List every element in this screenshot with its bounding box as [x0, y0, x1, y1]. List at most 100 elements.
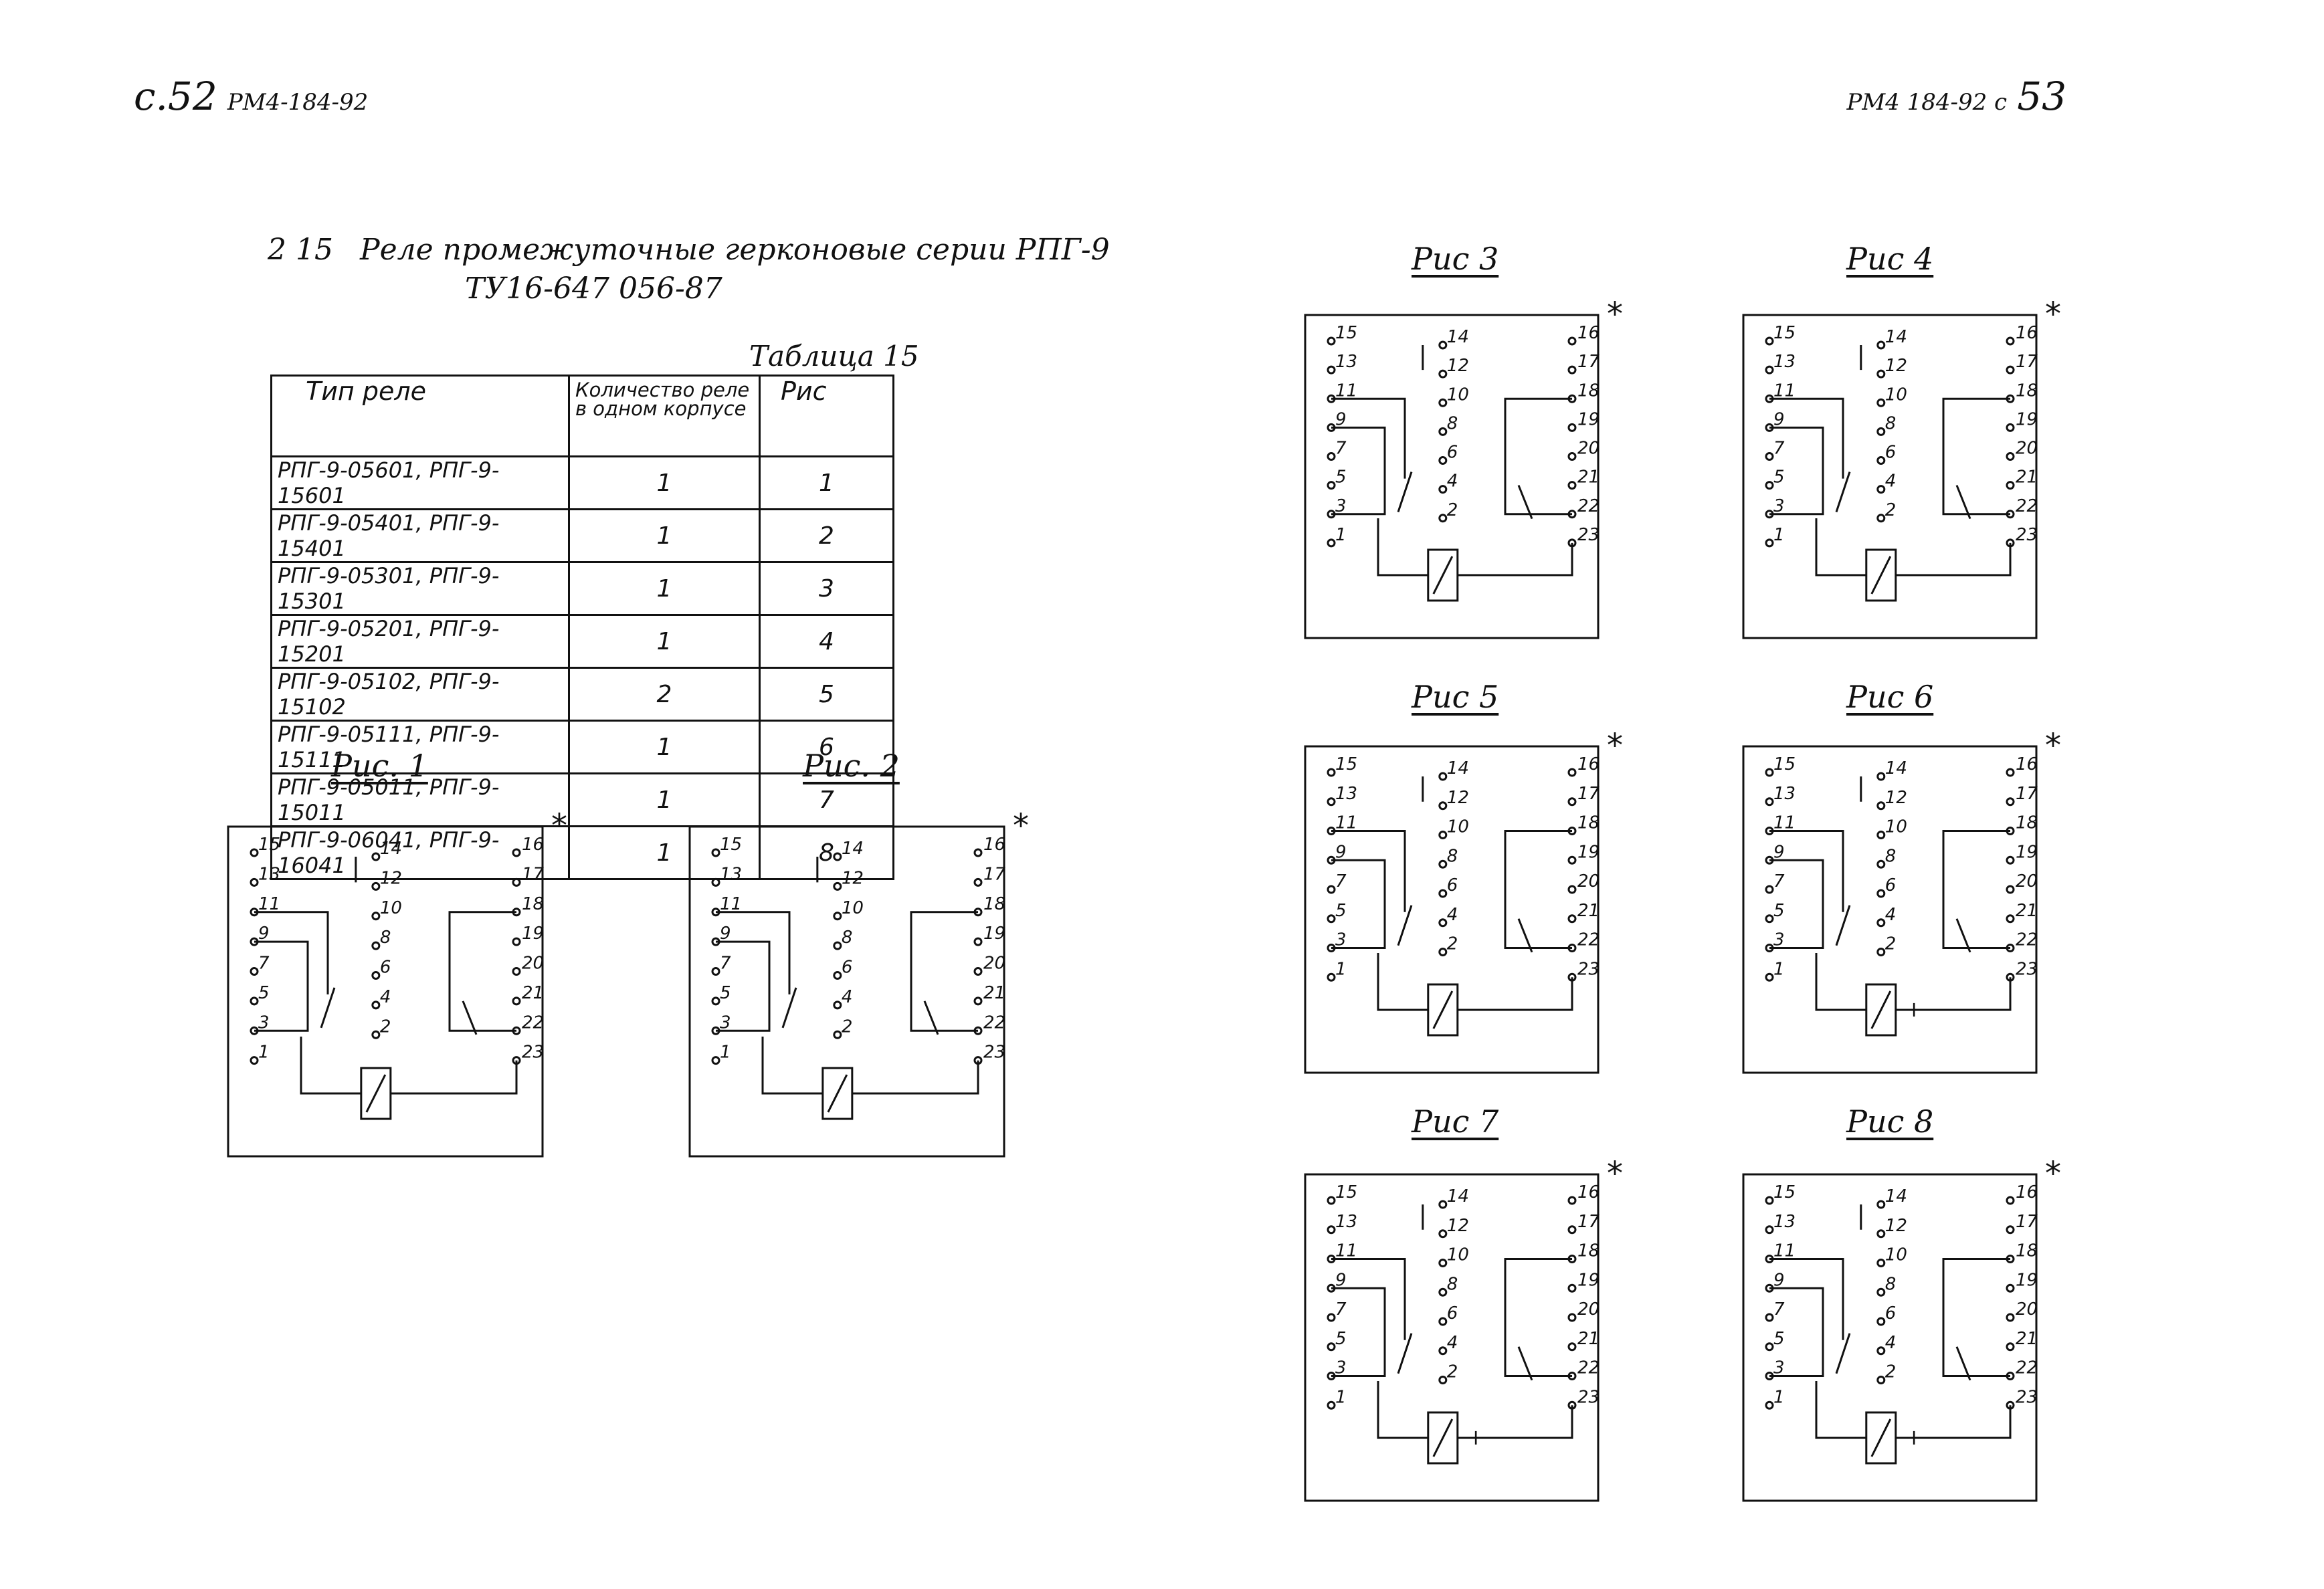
terminal-pin	[2006, 423, 2015, 432]
pin-label: 20	[2016, 439, 2038, 459]
terminal-pin	[1876, 1346, 1886, 1356]
coil-wire	[390, 1060, 518, 1095]
pin-label: 21	[1577, 901, 1600, 921]
pin-label: 2	[1885, 1362, 1897, 1382]
terminal-pin	[1765, 1313, 1774, 1322]
reed-contact	[320, 987, 336, 1029]
terminal-pin	[1327, 885, 1336, 894]
pin-label: 13	[1773, 784, 1796, 804]
pin-label: 18	[2016, 813, 2038, 833]
terminal-pin	[1876, 889, 1886, 898]
terminal-pin	[1765, 1196, 1774, 1205]
pin-label: 19	[2016, 842, 2038, 862]
pin-label: 9	[1335, 409, 1347, 429]
terminal-pin	[2006, 365, 2015, 375]
pin-label: 21	[1577, 1329, 1600, 1349]
terminal-pin	[1876, 1287, 1886, 1297]
terminal-pin	[1567, 336, 1577, 346]
figure-title: Рис 8	[1846, 1103, 1934, 1140]
terminal-pin	[2006, 1196, 2015, 1205]
pin-label: 20	[1577, 871, 1600, 891]
terminal-pin	[1567, 885, 1577, 894]
pin-label: 8	[1447, 846, 1458, 866]
contact-wire	[716, 911, 791, 994]
pin-label: 22	[522, 1013, 544, 1033]
terminal-pin	[1438, 1287, 1448, 1297]
terminal-pin	[1567, 1313, 1577, 1322]
cell-figure: 2	[759, 508, 894, 563]
pin-label: 8	[1885, 846, 1897, 866]
contact-wire	[1331, 426, 1386, 516]
pin-label: 8	[380, 928, 391, 948]
pin-label: 17	[1577, 784, 1600, 804]
terminal-pin	[1438, 340, 1448, 350]
pin-label: 22	[2016, 930, 2038, 950]
terminal-pin	[1438, 801, 1448, 811]
pin-label: 22	[2016, 1358, 2038, 1378]
pin-label: 15	[1335, 754, 1357, 774]
pin-label: 9	[1773, 1270, 1785, 1290]
pin-label: 5	[1773, 467, 1785, 488]
pin-label: 4	[1447, 471, 1458, 492]
terminal-pin	[833, 1030, 842, 1039]
terminal-pin	[1876, 918, 1886, 928]
pin-label: 23	[2016, 525, 2038, 545]
header-figure: Рис	[759, 375, 894, 457]
terminal-pin	[1567, 1225, 1577, 1235]
pin-label: 9	[1335, 842, 1347, 862]
terminal-pin	[1765, 1400, 1774, 1410]
schematic-frame	[1304, 1173, 1600, 1502]
terminal-pin	[1765, 768, 1774, 777]
pin-label: 18	[1577, 381, 1600, 401]
pin-label: 20	[983, 954, 1005, 974]
pin-label: 22	[1577, 1358, 1600, 1378]
coil-wire	[1377, 1381, 1428, 1439]
schematic-frame	[1742, 745, 2038, 1074]
terminal-pin	[833, 941, 842, 950]
terminal-pin	[833, 971, 842, 980]
pin-label: 1	[1335, 959, 1347, 979]
terminal-pin	[1327, 972, 1336, 982]
pin-label: 11	[1773, 381, 1796, 401]
terminal-pin	[1876, 801, 1886, 811]
terminal-pin	[2006, 1225, 2015, 1235]
terminal-pin	[1876, 340, 1886, 350]
pin-label: 2	[842, 1017, 853, 1037]
pin-label: 12	[1885, 788, 1907, 808]
pin-label: 11	[1773, 813, 1796, 833]
reed-contact	[781, 987, 797, 1029]
pin-label: 11	[1773, 1241, 1796, 1261]
terminal-pin	[1438, 427, 1448, 436]
pin-label: 22	[2016, 496, 2038, 516]
pin-label: 3	[1773, 930, 1785, 950]
contact-wire	[910, 911, 978, 1032]
pin-label: 14	[1447, 1186, 1469, 1206]
figure-title: Рис 4	[1846, 241, 1934, 277]
terminal-pin	[1765, 885, 1774, 894]
header-quantity: Количество реле в одном корпусе	[568, 375, 761, 457]
pin-label: 15	[1773, 754, 1796, 774]
terminal-pin	[1438, 1200, 1448, 1209]
pin-label: 13	[1773, 352, 1796, 372]
pin-label: 13	[1773, 1212, 1796, 1232]
pin-label: 4	[1885, 471, 1897, 492]
contact-wire	[1331, 397, 1406, 479]
terminal-pin	[1438, 918, 1448, 928]
coil-polarity-plus: +	[1905, 1424, 1923, 1450]
terminal-pin	[1327, 452, 1336, 461]
cell-figure: 7	[759, 772, 894, 827]
pin-label: 13	[720, 864, 742, 884]
pin-label: 23	[1577, 525, 1600, 545]
pin-label: 10	[1447, 817, 1469, 837]
contact-wire	[1504, 830, 1572, 949]
terminal-pin	[250, 848, 259, 857]
terminal-pin	[1438, 1229, 1448, 1239]
pin-label: 21	[1577, 467, 1600, 488]
pin-label: 6	[1447, 875, 1458, 895]
terminal-pin	[371, 941, 381, 950]
terminal-pin	[711, 967, 720, 976]
reed-contact	[1397, 1333, 1413, 1374]
